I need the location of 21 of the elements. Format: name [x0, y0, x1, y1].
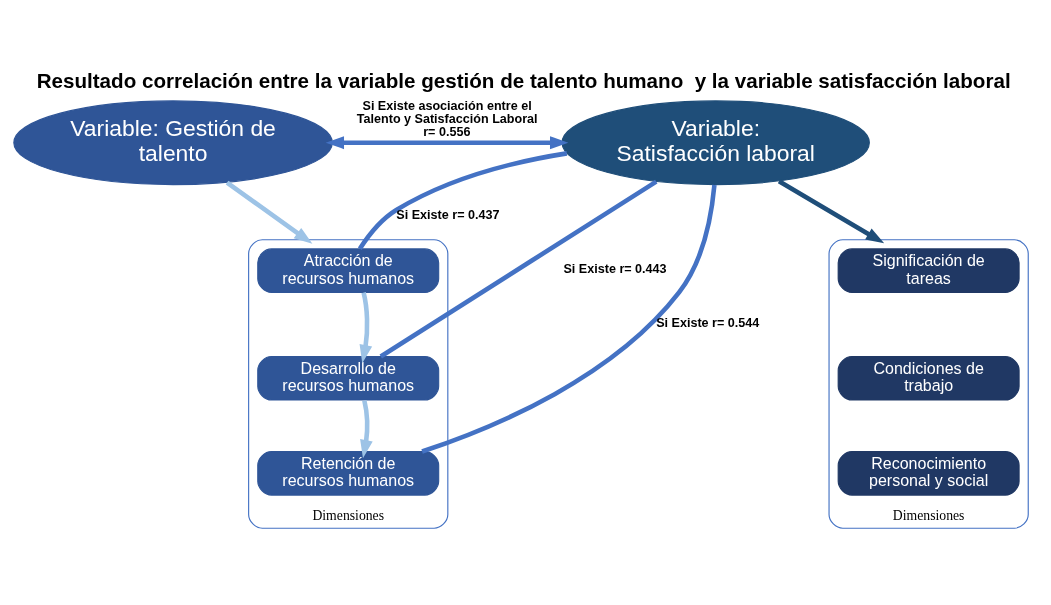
node-box: Desarrollo de recursos humanos [257, 355, 440, 401]
arrow [359, 291, 373, 363]
arrow [225, 180, 313, 244]
diagram-title: Resultado correlación entre la variable gestión de talento humano y la variable satisfacción laboral [36, 69, 1011, 92]
edge-label: Si Existe r= 0.437 [396, 207, 500, 222]
edge-label: Si Existe r= 0.443 [563, 261, 667, 276]
node-box: Atracción de recursos humanos [257, 247, 440, 293]
edge-label: Si Existe asociación entre el Talento y Satisfacción Laboral r= 0.556 [356, 98, 538, 139]
arrow [325, 135, 569, 149]
node-box: Retención de recursos humanos [257, 450, 440, 496]
arrow [777, 178, 885, 243]
node-ellipse: Variable: Satisfacción laboral [561, 99, 870, 185]
node-box: Reconocimiento personal y social [837, 450, 1020, 496]
connector [421, 184, 717, 454]
connector [357, 150, 568, 250]
node-box: Condiciones de trabajo [837, 355, 1020, 401]
arrow [360, 399, 373, 458]
connector [379, 179, 658, 358]
edge-label: Si Existe r= 0.544 [656, 315, 760, 330]
node-box: Significación de tareas [837, 247, 1020, 293]
node-ellipse: Variable: Gestión de talento [13, 99, 333, 185]
